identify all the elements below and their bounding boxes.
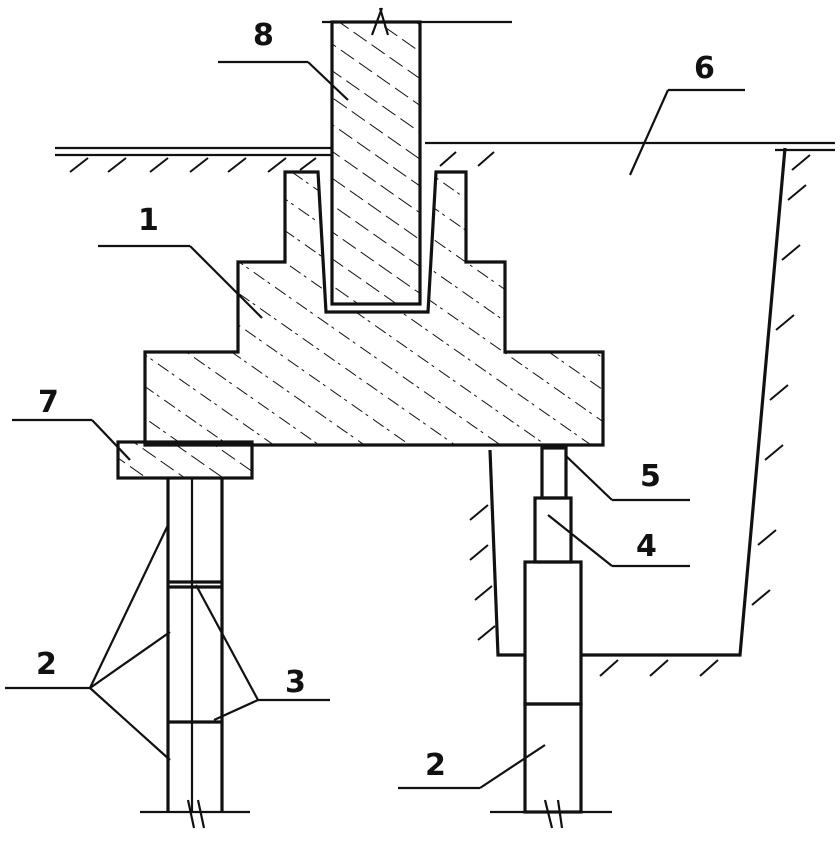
column-break-mark: [370, 7, 390, 36]
label-2-right: 2: [425, 748, 446, 783]
leader-lines: [5, 60, 745, 790]
label-2-left: 2: [36, 647, 57, 682]
label-4: 4: [636, 529, 657, 564]
stepped-foundation: [143, 170, 605, 447]
left-pile: [140, 478, 250, 829]
bearing-plate: [116, 440, 254, 480]
label-6: 6: [694, 51, 715, 86]
label-8: 8: [253, 18, 274, 53]
label-1: 1: [138, 203, 159, 238]
label-5: 5: [640, 459, 661, 494]
right-pile: [490, 446, 612, 829]
label-3: 3: [285, 665, 306, 700]
column: [330, 20, 422, 306]
label-7: 7: [38, 385, 59, 420]
ground-surface: [55, 141, 835, 173]
excavation-pit: [469, 147, 807, 677]
